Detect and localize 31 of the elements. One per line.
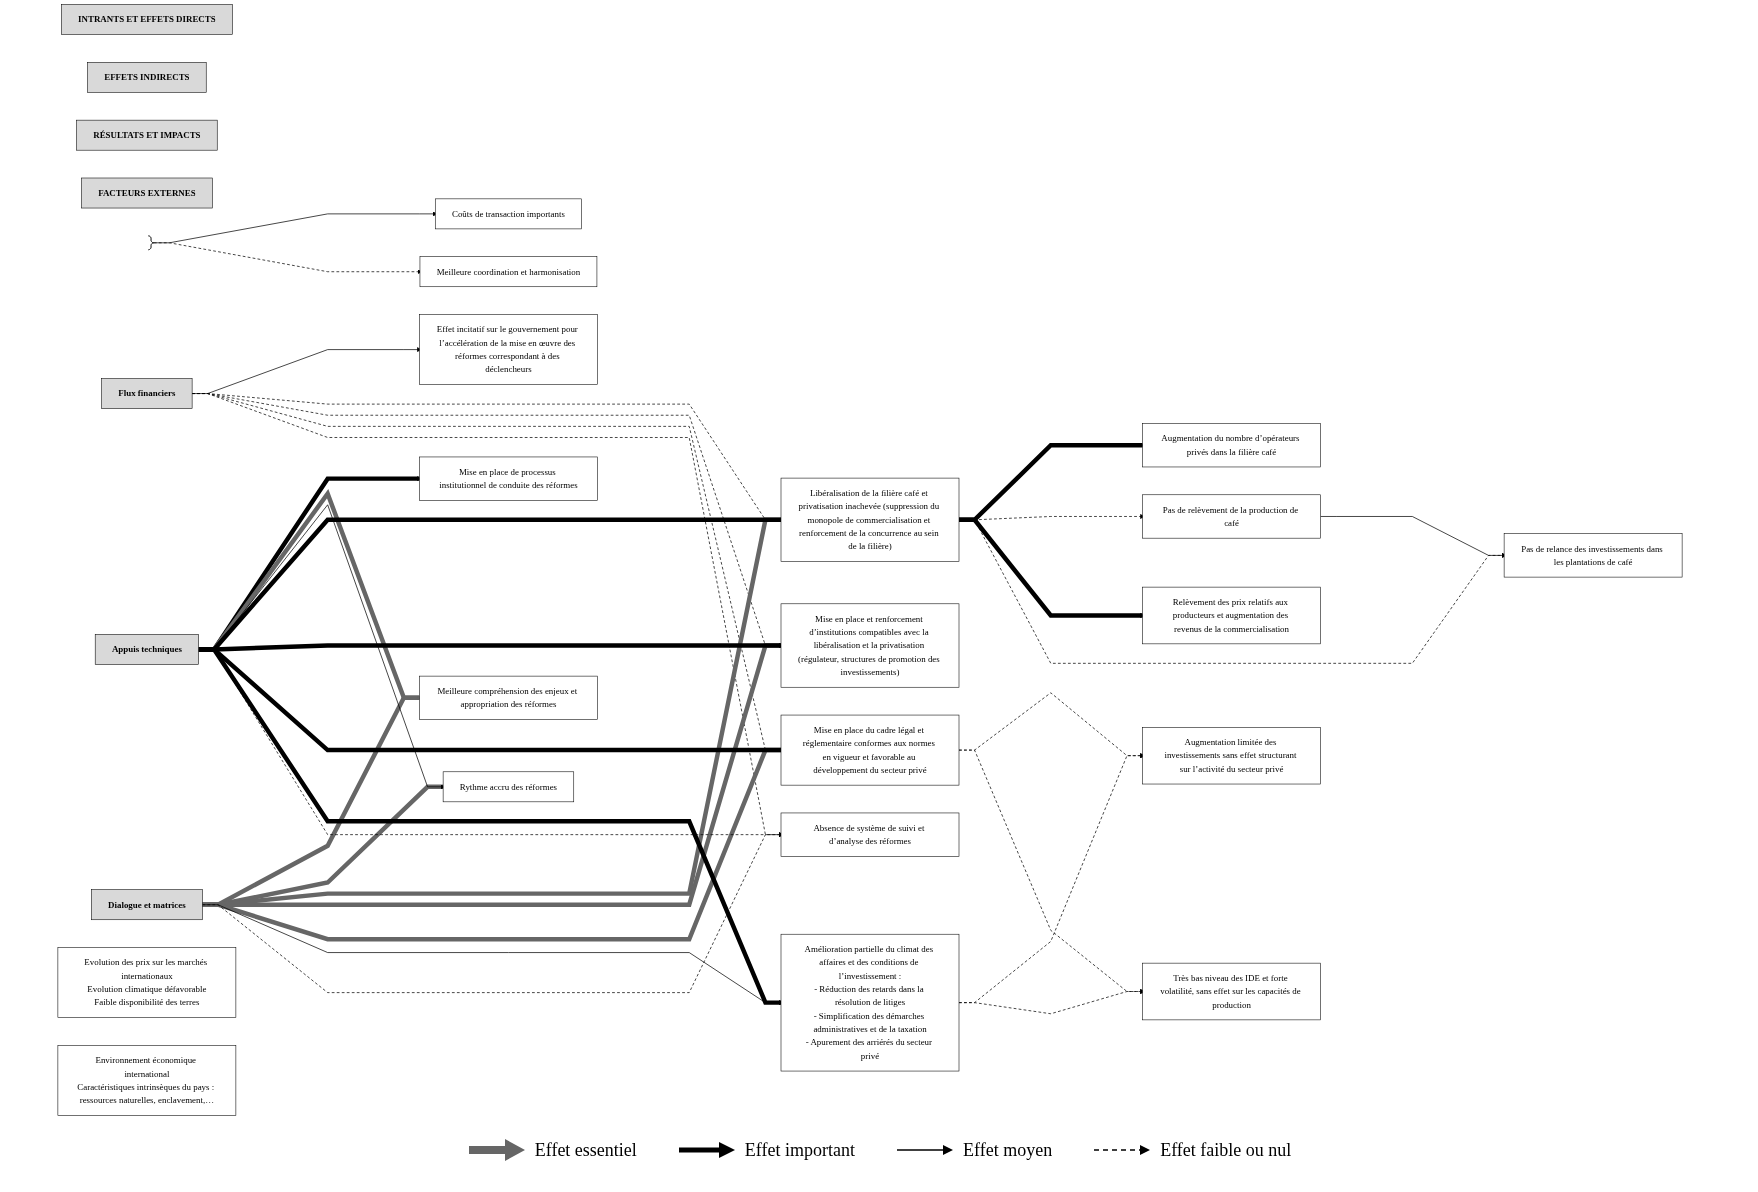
node-box: Augmentation du nombre d’opérateurs privés dans la filière café bbox=[1142, 423, 1321, 468]
node-box: FACTEURS EXTERNES bbox=[81, 177, 213, 209]
node-box: Mise en place et renforcement d’institutions compatibles avec la libéralisation et la privatisation (régulateur, structures de promotion des investissements) bbox=[780, 603, 960, 688]
node-box: Flux financiers bbox=[101, 378, 193, 409]
node-box: Augmentation limitée des investissements sans effet structurant sur l’activité du secteur privé bbox=[1142, 727, 1321, 785]
node-box: Rythme accru des réformes bbox=[442, 771, 575, 803]
node-box: Absence de système de suivi et d’analyse des réformes bbox=[780, 812, 960, 857]
legend-text: Effet important bbox=[744, 1139, 855, 1161]
legend-text: Effet moyen bbox=[963, 1139, 1053, 1161]
legend-text: Effet essentiel bbox=[534, 1139, 637, 1161]
legend-text: Effet faible ou nul bbox=[1160, 1139, 1292, 1161]
node-box: RÉSULTATS ET IMPACTS bbox=[76, 119, 218, 151]
node-box: Effet incitatif sur le gouvernement pour l’accélération de la mise en œuvre des réformes correspondant à des déclencheurs bbox=[419, 314, 598, 385]
node-box: Amélioration partielle du climat des affaires et des conditions de l’investissement : - Réduction des retards dans la résolution de litiges - Simplification des démarches administratives et de la taxation - Apurement des arriérés du secteur privé bbox=[780, 933, 960, 1072]
node-box: EFFETS INDIRECTS bbox=[87, 62, 207, 93]
node-box: Mise en place du cadre légal et réglementaire conformes aux normes en vigueur et favorable au développement du secteur privé bbox=[780, 714, 960, 786]
node-brace bbox=[148, 235, 155, 251]
node-box: Très bas niveau des IDE et forte volatilité, sans effet sur les capacités de production bbox=[1142, 962, 1321, 1021]
node-box: INTRANTS ET EFFETS DIRECTS bbox=[61, 4, 233, 35]
node-box: Pas de relèvement de la production de café bbox=[1142, 494, 1321, 539]
node-box: Environnement économique international Caractéristiques intrinsèques du pays : ressources naturelles, enclavement,… bbox=[57, 1045, 237, 1116]
node-box: Appuis techniques bbox=[94, 634, 199, 665]
node-box: Meilleure compréhension des enjeux et appropriation des réformes bbox=[419, 675, 598, 720]
node-box: Relèvement des prix relatifs aux producteurs et augmentation des revenus de la commercialisation bbox=[1142, 586, 1321, 645]
node-box: Libéralisation de la filière café et privatisation inachevée (suppression du monopole de commercialisation et renforcement de la concurrence au sein de la filière) bbox=[780, 477, 960, 562]
node-box: Dialogue et matrices bbox=[91, 889, 203, 921]
node-box: Meilleure coordination et harmonisation bbox=[419, 256, 598, 287]
node-box: Coûts de transaction importants bbox=[435, 198, 582, 230]
node-box: Mise en place de processus institutionnel de conduite des réformes bbox=[419, 456, 598, 501]
node-box: Pas de relance des investissements dans les plantations de café bbox=[1503, 533, 1683, 578]
node-box: Evolution des prix sur les marchés internationaux Evolution climatique défavorable Faible disponibilité des terres bbox=[57, 947, 237, 1018]
